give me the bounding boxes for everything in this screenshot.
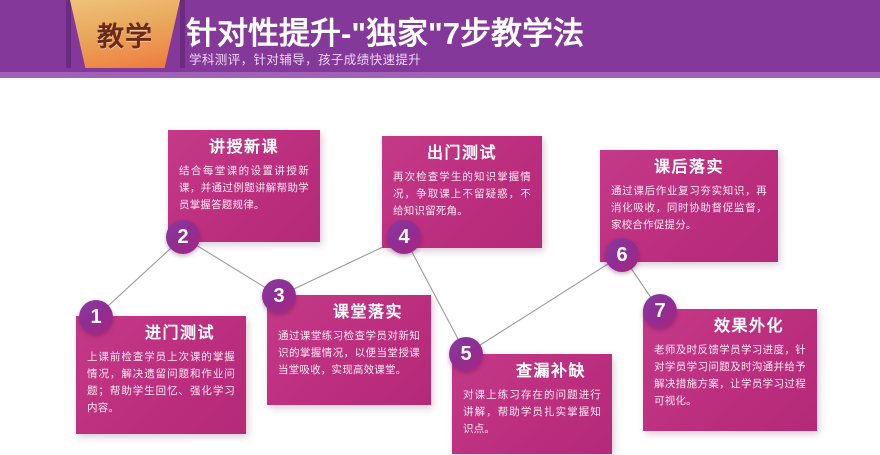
step-body-6: 通过课后作业复习夯实知识，再消化吸收，同时协助督促监督，家校合作促提分。 <box>611 184 767 231</box>
step-title-5: 查漏补缺 <box>515 363 586 380</box>
step-title-4: 出门测试 <box>426 145 497 162</box>
page-subtitle: 学科测评，针对辅导，孩子成绩快速提升 <box>189 53 422 67</box>
page-header: 教学 针对性提升-"独家"7步教学法 学科测评，针对辅导，孩子成绩快速提升 <box>0 0 880 78</box>
step-title-1: 进门测试 <box>144 325 215 342</box>
step-body-2: 结合每堂课的设置讲授新课，并通过例题讲解帮助学员掌握答题规律。 <box>179 164 309 211</box>
step-card-1[interactable]: 进门测试 上课前检查学员上次课的掌握情况，解决遗留问题和作业问题；帮助学生回忆、… <box>76 316 246 434</box>
step-node-2[interactable]: 2 <box>166 220 200 254</box>
step-card-7[interactable]: 效果外化 老师及时反馈学员学习进度，针对学员学习问题及时沟通并给予解决措施方案，… <box>643 309 817 431</box>
badge-edge-right <box>180 0 185 68</box>
step-node-1[interactable]: 1 <box>79 300 113 334</box>
step-card-5[interactable]: 查漏补缺 对课上练习存在的问题进行讲解，帮助学员扎实掌握知识点。 <box>452 354 612 454</box>
step-node-3[interactable]: 3 <box>262 279 296 313</box>
step-node-7[interactable]: 7 <box>643 294 677 328</box>
section-badge: 教学 <box>70 0 180 68</box>
section-badge-label: 教学 <box>97 21 153 52</box>
step-title-2: 讲授新课 <box>208 139 279 156</box>
step-node-6[interactable]: 6 <box>605 238 639 272</box>
steps-diagram: 讲授新课 结合每堂课的设置讲授新课，并通过例题讲解帮助学员掌握答题规律。 出门测… <box>0 78 880 455</box>
step-node-5[interactable]: 5 <box>449 337 483 371</box>
step-title-7: 效果外化 <box>713 318 784 335</box>
step-body-4: 再次检查学生的知识掌握情况，争取课上不留疑惑，不给知识留死角。 <box>393 170 531 217</box>
header-underline <box>0 72 880 78</box>
step-body-3: 通过课堂练习检查学员对新知识的掌握情况，以便当堂授课当堂吸收，实现高效课堂。 <box>278 329 420 376</box>
page-title: 针对性提升-"独家"7步教学法 <box>186 16 584 51</box>
step-title-3: 课堂落实 <box>332 304 403 321</box>
step-body-5: 对课上练习存在的问题进行讲解，帮助学员扎实掌握知识点。 <box>463 388 601 435</box>
step-card-3[interactable]: 课堂落实 通过课堂练习检查学员对新知识的掌握情况，以便当堂授课当堂吸收，实现高效… <box>267 295 431 405</box>
step-body-7: 老师及时反馈学员学习进度，针对学员学习问题及时沟通并给予解决措施方案，让学员学习… <box>654 343 806 407</box>
step-node-4[interactable]: 4 <box>387 220 421 254</box>
step-title-6: 课后落实 <box>653 159 724 176</box>
badge-edge-left <box>66 0 71 68</box>
step-body-1: 上课前检查学员上次课的掌握情况，解决遗留问题和作业问题；帮助学生回忆、强化学习内… <box>87 350 235 414</box>
